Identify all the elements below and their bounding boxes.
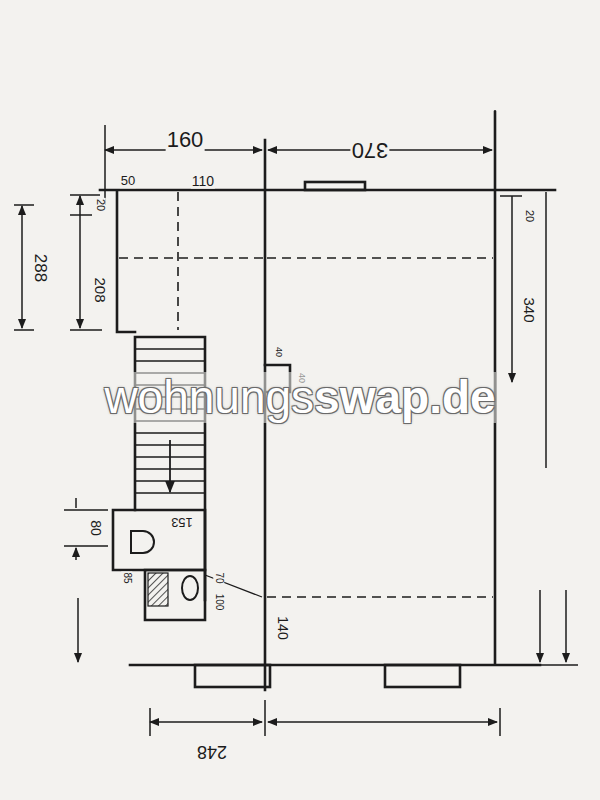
dimension-label: 140 xyxy=(276,615,291,640)
window xyxy=(195,665,270,687)
dimension-label: 153 xyxy=(170,515,194,529)
dimension-label: 288 xyxy=(31,253,49,283)
dimension-label: 80 xyxy=(89,519,104,537)
dimension-tick xyxy=(105,110,495,205)
dimension-label: 370 xyxy=(351,138,390,161)
dimension-line xyxy=(268,721,497,723)
dimension-tick xyxy=(150,700,500,736)
wall xyxy=(100,112,555,690)
dimension-line xyxy=(150,721,262,723)
dimension-line xyxy=(511,196,513,382)
toilet-symbol xyxy=(131,531,154,553)
dimension-line xyxy=(75,498,77,560)
dimension-line xyxy=(545,192,547,468)
basin-symbol xyxy=(182,576,198,600)
dimension-label: 160 xyxy=(166,128,205,151)
dimension-line xyxy=(79,196,81,328)
stair-arrow xyxy=(169,440,171,492)
dimension-label: 100 xyxy=(214,593,225,612)
shower-room xyxy=(145,570,205,620)
dimension-label: 208 xyxy=(92,276,108,303)
watermark: wohnungs xyxy=(104,372,314,423)
hatched-area xyxy=(148,573,168,606)
dimension-line xyxy=(565,590,567,662)
dimension-label: 248 xyxy=(196,743,228,762)
dimension-label: 20 xyxy=(523,209,535,223)
dimension-label: 50 xyxy=(120,174,136,188)
dimension-label: 40 xyxy=(273,346,282,358)
dimension-label: 110 xyxy=(191,174,215,189)
wc-room xyxy=(113,510,205,570)
watermark: swap.de xyxy=(314,372,496,423)
dimension-tick xyxy=(64,510,108,546)
dimension-label: 340 xyxy=(521,296,537,323)
dimension-tick xyxy=(505,664,578,666)
window xyxy=(385,665,460,687)
dimension-line xyxy=(21,206,23,328)
dimension-line xyxy=(539,590,541,662)
dimension-label: 70 xyxy=(214,571,225,584)
dimension-tick xyxy=(70,195,102,330)
dimension-line xyxy=(77,598,79,662)
dimension-label: 85 xyxy=(122,571,133,584)
window xyxy=(305,182,365,190)
dimension-label: 20 xyxy=(94,198,106,212)
dimension-tick xyxy=(500,195,522,197)
